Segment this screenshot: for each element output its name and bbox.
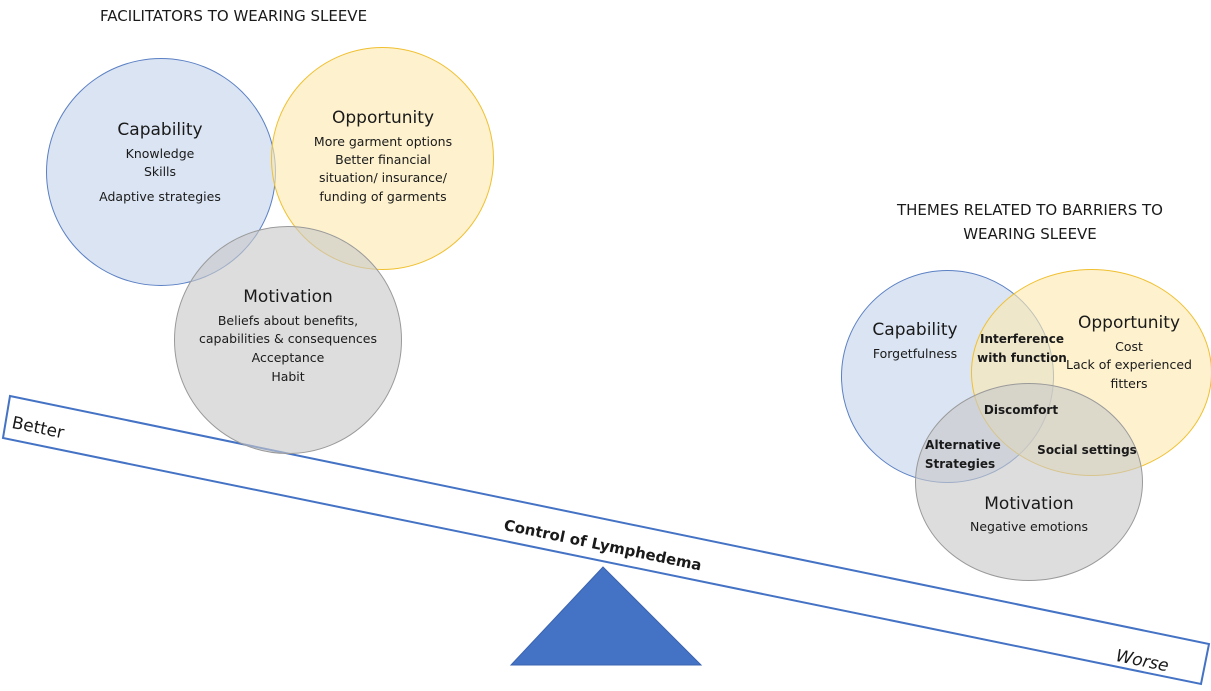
barriers-capability-heading: Capability	[872, 320, 958, 340]
seesaw-beam	[1, 394, 1211, 686]
overlap-all-three: Discomfort	[983, 403, 1059, 417]
barriers-title-line: WEARING SLEEVE	[963, 225, 1097, 243]
overlap-capability-motivation: Strategies	[924, 457, 996, 471]
barriers-opportunity-item: fitters	[1110, 376, 1148, 391]
facilitators-motivation-heading: Motivation	[243, 287, 333, 307]
facilitators-opportunity-heading: Opportunity	[331, 108, 435, 128]
barriers-opportunity-heading: Opportunity	[1077, 313, 1181, 333]
facilitators-motivation-item: Acceptance	[251, 350, 325, 365]
barriers-capability-item: Forgetfulness	[872, 346, 958, 361]
barriers-motivation-circle	[915, 383, 1143, 581]
facilitators-opportunity-item: funding of garments	[319, 189, 447, 204]
facilitators-opportunity-item: More garment options	[313, 134, 453, 149]
overlap-capability-opportunity: with function	[977, 351, 1067, 365]
facilitators-motivation-circle	[174, 226, 402, 454]
facilitators-motivation-item: Beliefs about benefits,	[217, 313, 359, 328]
overlap-opportunity-motivation: Social settings	[1037, 443, 1137, 457]
overlap-capability-motivation: Alternative	[925, 438, 1001, 452]
barriers-motivation-item: Negative emotions	[969, 519, 1089, 534]
barriers-opportunity-item: Cost	[1115, 339, 1143, 354]
fulcrum-triangle	[509, 566, 703, 666]
facilitators-title: FACILITATORS TO WEARING SLEEVE	[100, 7, 368, 25]
barriers-motivation-heading: Motivation	[984, 494, 1074, 514]
barriers-opportunity-item: Lack of experienced	[1066, 357, 1192, 372]
facilitators-motivation-item: capabilities & consequences	[199, 331, 377, 346]
overlap-capability-opportunity: Interference	[979, 332, 1064, 346]
facilitators-capability-item: Adaptive strategies	[99, 189, 221, 204]
facilitators-motivation-item: Habit	[271, 369, 305, 384]
barriers-title-line: THEMES RELATED TO BARRIERS TO	[896, 201, 1163, 219]
facilitators-capability-item: Skills	[143, 164, 177, 179]
facilitators-opportunity-item: situation/ insurance/	[319, 170, 447, 185]
facilitators-capability-item: Knowledge	[125, 146, 195, 161]
facilitators-opportunity-item: Better financial	[335, 152, 431, 167]
facilitators-capability-heading: Capability	[117, 120, 203, 140]
